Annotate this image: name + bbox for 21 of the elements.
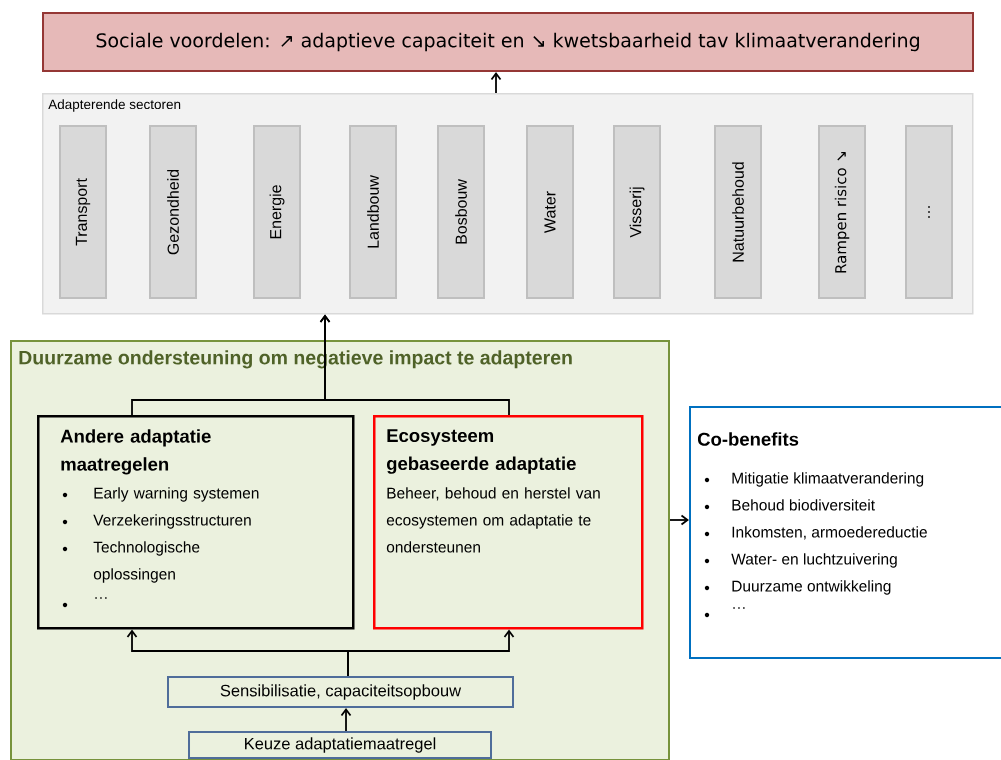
ecosystem-box: Ecosysteem gebaseerde adaptatie Beheer, behoud en herstel van ecosystemen om adaptatie te ondersteunen <box>373 415 644 630</box>
step-box: Keuze adaptatiemaatregel <box>188 731 492 759</box>
measures-box: Andere adaptatie maatregelen Early warning systemen Verzekeringsstructuren Technologische oplossingen … <box>37 415 355 630</box>
arrow <box>490 72 502 94</box>
sector-box: Energie <box>253 125 301 299</box>
sector-box: Transport <box>59 125 107 299</box>
sector-box: Water <box>526 125 574 299</box>
arrow <box>347 629 515 677</box>
benefits-box: Sociale voordelen: ↗ adaptieve capaciteit en ↘ kwetsbaarheid tav klimaatverandering <box>42 12 974 72</box>
sector-box: … <box>905 125 953 299</box>
arrow <box>319 314 510 416</box>
arrow <box>340 708 352 732</box>
arrow <box>669 514 689 526</box>
co-benefits-box: Co-benefits Mitigatie klimaatverandering Behoud biodiversiteit Inkomsten, armoedereductie Water- en luchtzuivering Duurzame ontwikkeling … <box>689 406 1001 659</box>
sector-box: Landbouw <box>349 125 397 299</box>
sector-box: Natuurbehoud <box>714 125 762 299</box>
sector-box: Gezondheid <box>149 125 197 299</box>
sector-box: Rampen risico ↘ <box>818 125 866 299</box>
sector-box: Bosbouw <box>437 125 485 299</box>
step-box: Sensibilisatie, capaciteitsopbouw <box>167 676 514 708</box>
sector-box: Visserij <box>613 125 661 299</box>
